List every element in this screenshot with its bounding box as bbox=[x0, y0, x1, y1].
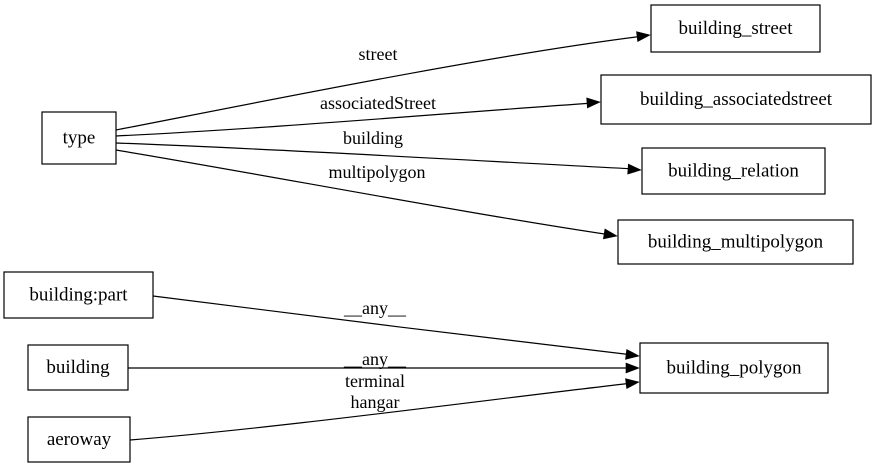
graph-node-building_street[interactable]: building_street bbox=[650, 4, 821, 53]
graph-edge bbox=[129, 378, 640, 441]
edge-label: street bbox=[359, 44, 398, 64]
edge-label: __any__ bbox=[343, 298, 407, 318]
edge-label: __any__ bbox=[343, 349, 407, 369]
node-label: building_street bbox=[679, 18, 794, 39]
node-label: building_multipolygon bbox=[648, 231, 824, 252]
node-box[interactable] bbox=[41, 111, 117, 165]
edge-line bbox=[115, 35, 645, 131]
graph-edge bbox=[115, 97, 601, 137]
arrowhead-icon bbox=[586, 97, 601, 109]
graph-node-building_associatedstreet[interactable]: building_associatedstreet bbox=[600, 74, 872, 125]
edge-line bbox=[129, 382, 634, 441]
graph-node-building_multipolygon[interactable]: building_multipolygon bbox=[617, 219, 854, 265]
graph-edge bbox=[115, 31, 651, 131]
edge-label: hangar bbox=[351, 392, 400, 412]
arrowhead-icon bbox=[627, 163, 642, 175]
node-label: building_relation bbox=[668, 160, 799, 181]
graph-edge bbox=[115, 149, 618, 240]
graph-node-building_relation[interactable]: building_relation bbox=[641, 147, 826, 195]
edge-line bbox=[115, 149, 612, 236]
edge-label: terminal bbox=[345, 371, 405, 391]
graph-node-type[interactable]: type bbox=[41, 111, 117, 165]
arrowhead-icon bbox=[625, 378, 640, 390]
edge-labels-layer: street associatedStreet building multipolyg… bbox=[320, 44, 436, 412]
arrowhead-icon bbox=[625, 362, 640, 374]
node-label: building_associatedstreet bbox=[640, 89, 833, 110]
node-label: type bbox=[63, 127, 96, 148]
node-label: aeroway bbox=[47, 429, 112, 450]
arrowhead-icon bbox=[636, 31, 651, 43]
node-label: building:part bbox=[29, 284, 128, 305]
edge-label: building bbox=[343, 128, 403, 148]
node-box[interactable] bbox=[617, 219, 854, 265]
arrowhead-icon bbox=[625, 348, 640, 360]
edges-layer bbox=[115, 31, 651, 441]
graph-edge bbox=[152, 295, 640, 360]
node-box[interactable] bbox=[27, 416, 131, 463]
graph-node-building_part[interactable]: building:part bbox=[3, 271, 154, 319]
node-box[interactable] bbox=[27, 344, 129, 391]
arrowhead-icon bbox=[603, 228, 618, 240]
graph-edge bbox=[128, 362, 640, 374]
edge-label: multipolygon bbox=[328, 162, 425, 182]
graph-node-building[interactable]: building bbox=[27, 344, 129, 391]
node-label: building bbox=[46, 357, 110, 378]
edge-line bbox=[115, 102, 595, 137]
node-box[interactable] bbox=[3, 271, 154, 319]
node-box[interactable] bbox=[641, 147, 826, 195]
node-label: building_polygon bbox=[666, 357, 802, 378]
graph-node-building_polygon[interactable]: building_polygon bbox=[639, 342, 829, 394]
graph-edge bbox=[115, 142, 642, 175]
nodes-layer: type building_street building_associatedst… bbox=[3, 4, 872, 463]
edge-line bbox=[115, 142, 636, 170]
graph-node-aeroway[interactable]: aeroway bbox=[27, 416, 131, 463]
node-box[interactable] bbox=[650, 4, 821, 53]
node-box[interactable] bbox=[600, 74, 872, 125]
edge-label: associatedStreet bbox=[320, 93, 436, 113]
edge-line bbox=[152, 295, 634, 356]
node-box[interactable] bbox=[639, 342, 829, 394]
